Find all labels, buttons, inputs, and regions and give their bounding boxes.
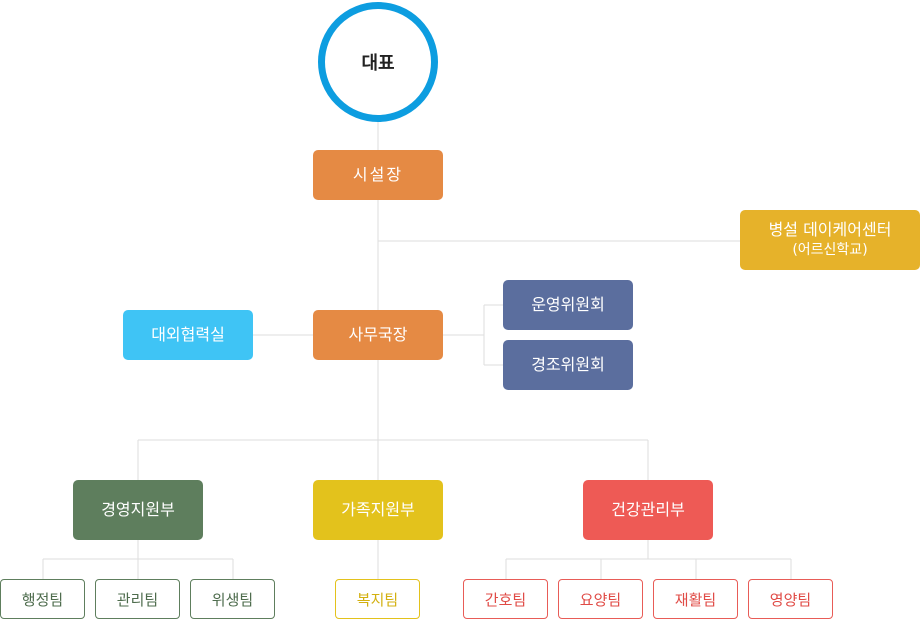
team-node-rehab: 재활팀 [653, 579, 738, 619]
team-label: 재활팀 [674, 590, 717, 609]
team-label: 간호팀 [484, 590, 527, 609]
external-affairs-node: 대외협력실 [123, 310, 253, 360]
condolence-committee-node: 경조위원회 [503, 340, 633, 390]
secretary-general-node: 사무국장 [313, 310, 443, 360]
team-label: 요양팀 [579, 590, 622, 609]
team-label: 행정팀 [21, 590, 64, 609]
committee-label: 운영위원회 [531, 295, 605, 314]
team-node-admin: 행정팀 [0, 579, 85, 619]
department-label: 건강관리부 [611, 500, 685, 519]
team-node-management: 관리팀 [95, 579, 180, 619]
external-label: 대외협력실 [151, 325, 225, 344]
team-node-nutrition: 영양팀 [748, 579, 833, 619]
operations-committee-node: 운영위원회 [503, 280, 633, 330]
team-label: 복지팀 [356, 590, 399, 609]
team-label: 위생팀 [211, 590, 254, 609]
committee-label: 경조위원회 [531, 355, 605, 374]
root-label: 대표 [361, 53, 395, 74]
family-support-dept-node: 가족지원부 [313, 480, 443, 540]
team-node-care: 요양팀 [558, 579, 643, 619]
department-label: 가족지원부 [341, 500, 415, 519]
daycare-sublabel: (어르신학교) [792, 242, 868, 259]
secretary-general-label: 사무국장 [348, 325, 408, 344]
department-label: 경영지원부 [101, 500, 175, 519]
root-node-representative: 대표 [318, 2, 438, 122]
management-support-dept-node: 경영지원부 [73, 480, 203, 540]
daycare-center-node: 병설 데이케어센터 (어르신학교) [740, 210, 920, 270]
team-node-nursing: 간호팀 [463, 579, 548, 619]
director-node: 시설장 [313, 150, 443, 200]
team-label: 관리팀 [116, 590, 159, 609]
team-node-welfare: 복지팀 [335, 579, 420, 619]
health-care-dept-node: 건강관리부 [583, 480, 713, 540]
team-label: 영양팀 [769, 590, 812, 609]
director-label: 시설장 [352, 165, 404, 184]
daycare-label: 병설 데이케어센터 [768, 220, 892, 240]
team-node-hygiene: 위생팀 [190, 579, 275, 619]
